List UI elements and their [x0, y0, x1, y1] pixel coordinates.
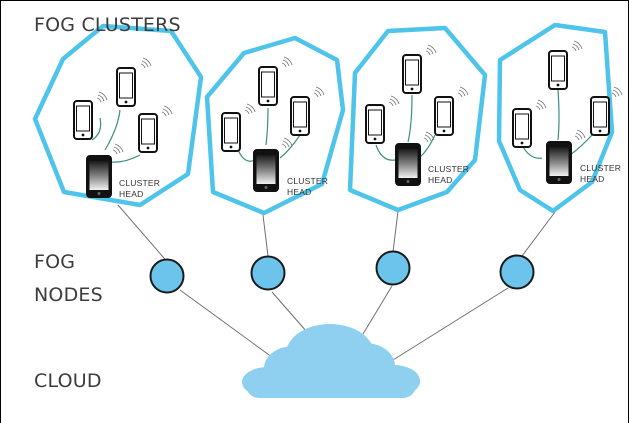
smartphone-icon — [590, 96, 610, 136]
smartphone-icon — [138, 113, 158, 153]
tier-label-cloud: CLOUD — [34, 370, 102, 392]
cluster-3-links — [375, 94, 436, 161]
fog-node-4 — [499, 254, 535, 290]
frame-border-left — [0, 0, 1, 423]
cluster-1-links — [91, 109, 141, 163]
fog-node-1 — [149, 258, 185, 294]
cluster-outline-3 — [347, 25, 488, 213]
wifi-signal-icon — [425, 44, 437, 56]
link-cluster-2 — [262, 214, 269, 257]
wifi-signal-icon — [574, 129, 586, 141]
wifi-signal-icon — [281, 137, 293, 149]
cluster-head-label-line2: HEAD — [580, 174, 604, 184]
cluster-to-node-links — [117, 204, 556, 266]
smartphone-icon — [73, 100, 93, 140]
cloud-icon — [242, 324, 420, 398]
wifi-signal-icon — [244, 103, 256, 115]
smartphone-icon — [365, 104, 385, 144]
cluster-outline-2 — [204, 35, 346, 216]
cluster-head-phone-icon — [395, 143, 421, 186]
cluster-head-label-line2: HEAD — [119, 189, 143, 199]
wifi-signal-icon — [281, 56, 293, 68]
node-to-cloud-links — [179, 285, 509, 361]
smartphone-icon — [290, 96, 310, 136]
link-cluster-1 — [117, 204, 171, 266]
cluster-head-phone-icon — [546, 141, 572, 184]
wifi-signal-icon — [535, 99, 547, 111]
fog-node-2 — [250, 255, 286, 291]
cluster-1: CLUSTER HEAD — [73, 57, 173, 199]
cluster-outline-1 — [32, 23, 204, 208]
cluster-4: CLUSTER HEAD — [512, 40, 623, 184]
cluster-head-label-line1: CLUSTER — [119, 178, 160, 188]
wifi-signal-icon — [388, 95, 400, 107]
cluster-head-label-line1: CLUSTER — [287, 176, 328, 186]
wifi-signal-icon — [571, 40, 583, 52]
fog-node-3 — [375, 250, 411, 286]
cluster-head-label-line1: CLUSTER — [580, 163, 621, 173]
cluster-head-label-line2: HEAD — [428, 175, 452, 185]
smartphone-icon — [548, 50, 568, 90]
link-cluster-3 — [392, 210, 399, 253]
wifi-signal-icon — [313, 86, 325, 98]
wifi-signal-icon — [140, 57, 152, 69]
cluster-2: CLUSTER HEAD — [221, 56, 328, 197]
wifi-signal-icon — [112, 143, 124, 155]
fog-nodes — [149, 250, 535, 294]
smartphone-icon — [258, 66, 278, 106]
link-node-1 — [179, 289, 277, 361]
cluster-head-label-line2: HEAD — [287, 187, 311, 197]
smartphone-icon — [402, 54, 422, 94]
tier-label-nodes: NODES — [34, 284, 103, 306]
wifi-signal-icon — [611, 86, 623, 98]
smartphone-icon — [116, 67, 136, 107]
smartphone-icon — [221, 112, 241, 152]
frame-border-top — [0, 0, 629, 1]
cluster-head-label-line1: CLUSTER — [428, 164, 469, 174]
cluster-outlines — [32, 22, 615, 216]
cluster-head-phone-icon — [253, 149, 279, 192]
smartphone-icon — [512, 108, 532, 148]
cluster-outline-4 — [496, 22, 615, 214]
wifi-signal-icon — [96, 91, 108, 103]
smartphone-icon — [434, 96, 454, 136]
link-node-3 — [362, 285, 393, 335]
wifi-signal-icon — [457, 86, 469, 98]
link-cluster-4 — [521, 211, 556, 257]
wifi-signal-icon — [161, 105, 173, 117]
tier-label-fog-clusters: FOG CLUSTERS — [34, 14, 181, 36]
cluster-3: CLUSTER HEAD — [365, 44, 469, 186]
tier-label-fog: FOG — [34, 251, 76, 273]
cluster-head-phone-icon — [86, 155, 112, 198]
link-node-4 — [392, 287, 509, 361]
